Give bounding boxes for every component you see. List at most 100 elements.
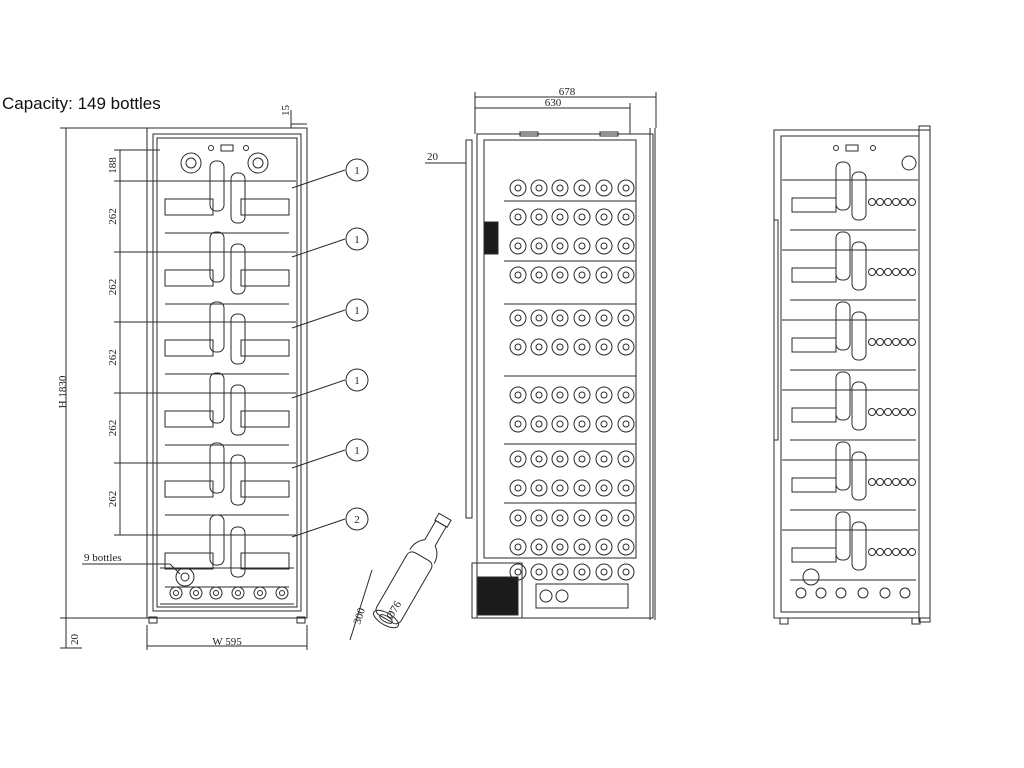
side-bottle bbox=[617, 509, 635, 527]
side-bottle bbox=[617, 386, 635, 404]
side-bottle bbox=[573, 563, 591, 581]
right-bottom-bottles bbox=[795, 568, 911, 599]
shelf-spacing-label: 262 bbox=[107, 208, 119, 225]
side-bottle bbox=[617, 179, 635, 197]
side-cabinet-outline bbox=[476, 133, 654, 619]
side-bottle bbox=[530, 538, 548, 556]
front-top-gap-label: 15 bbox=[280, 105, 292, 117]
right-shelf bbox=[782, 161, 918, 231]
front-shelf bbox=[158, 372, 296, 446]
side-bottle bbox=[573, 179, 591, 197]
right-shelf bbox=[782, 511, 918, 581]
side-bottle bbox=[551, 309, 569, 327]
side-bottle bbox=[573, 538, 591, 556]
front-shelf bbox=[158, 301, 296, 375]
side-bottle bbox=[509, 415, 527, 433]
right-shelf bbox=[782, 371, 918, 441]
side-bottle bbox=[530, 237, 548, 255]
bottle-length-dim bbox=[349, 569, 373, 641]
side-bottle bbox=[530, 309, 548, 327]
side-bottle bbox=[595, 479, 613, 497]
right-shelf bbox=[782, 301, 918, 371]
bottle-length-label: 300 bbox=[351, 606, 368, 626]
bottle-detail bbox=[373, 512, 452, 629]
front-shelf bbox=[158, 160, 296, 234]
side-bottle bbox=[509, 266, 527, 284]
side-bottle bbox=[617, 538, 635, 556]
front-width-label: W 595 bbox=[212, 636, 242, 648]
side-bottle bbox=[551, 538, 569, 556]
front-shelf bbox=[158, 514, 296, 588]
side-bottle bbox=[551, 338, 569, 356]
front-shelves bbox=[158, 160, 296, 588]
side-bottle bbox=[509, 338, 527, 356]
side-bottle bbox=[551, 179, 569, 197]
side-bottle bbox=[573, 338, 591, 356]
side-bottle bbox=[509, 179, 527, 197]
shelf-spacing-label: 262 bbox=[107, 420, 119, 437]
side-bottle bbox=[595, 179, 613, 197]
side-bottle bbox=[573, 450, 591, 468]
side-bottle bbox=[530, 563, 548, 581]
side-bottle bbox=[530, 338, 548, 356]
side-bottle bbox=[530, 208, 548, 226]
side-bottle bbox=[530, 266, 548, 284]
side-bottle bbox=[573, 479, 591, 497]
callout-marker: 1 bbox=[345, 438, 369, 462]
bottle-diameter-label: Ø76 bbox=[384, 599, 404, 622]
side-bottle bbox=[530, 509, 548, 527]
side-bottle bbox=[617, 479, 635, 497]
side-bottle bbox=[595, 415, 613, 433]
callout-marker: 1 bbox=[345, 368, 369, 392]
callout-leaders bbox=[291, 169, 346, 538]
side-cabinet-depth-label: 630 bbox=[545, 97, 562, 109]
callout-marker: 1 bbox=[345, 227, 369, 251]
side-bottle bbox=[551, 509, 569, 527]
side-bottle bbox=[595, 237, 613, 255]
side-bottle bbox=[530, 450, 548, 468]
side-bottle bbox=[573, 237, 591, 255]
front-height-label: H 1830 bbox=[57, 375, 69, 408]
callout-number: 1 bbox=[354, 305, 360, 317]
side-bottle bbox=[509, 563, 527, 581]
side-bottle bbox=[509, 386, 527, 404]
shelf-spacing-label: 262 bbox=[107, 279, 119, 296]
callout-number: 1 bbox=[354, 165, 360, 177]
side-bottle bbox=[551, 450, 569, 468]
side-bottle bbox=[595, 338, 613, 356]
side-bottle bbox=[617, 563, 635, 581]
front-shelf bbox=[158, 442, 296, 516]
front-foot-label: 20 bbox=[69, 634, 81, 646]
side-bottle bbox=[617, 338, 635, 356]
side-bottle bbox=[509, 208, 527, 226]
callout-marker: 1 bbox=[345, 158, 369, 182]
side-bottle bbox=[509, 237, 527, 255]
side-overall-depth-label: 678 bbox=[559, 86, 576, 98]
side-bottle bbox=[617, 237, 635, 255]
callout-number: 1 bbox=[354, 445, 360, 457]
side-bottle bbox=[530, 386, 548, 404]
side-bottle bbox=[617, 415, 635, 433]
shelf-spacing-label: 262 bbox=[107, 349, 119, 366]
front-view bbox=[60, 110, 308, 650]
right-shelf bbox=[782, 231, 918, 301]
side-bottle bbox=[551, 415, 569, 433]
side-door-thickness-label: 20 bbox=[427, 151, 439, 163]
side-bottle bbox=[595, 208, 613, 226]
side-bottle bbox=[551, 266, 569, 284]
right-view bbox=[773, 125, 931, 625]
side-bottle bbox=[509, 309, 527, 327]
side-bottle bbox=[573, 509, 591, 527]
side-bottle bbox=[617, 450, 635, 468]
side-bottle bbox=[573, 386, 591, 404]
control-panel bbox=[180, 144, 269, 174]
side-bottle bbox=[551, 563, 569, 581]
side-bottle bbox=[573, 266, 591, 284]
front-bottom-note: 9 bottles bbox=[84, 552, 122, 564]
side-bottle bbox=[595, 450, 613, 468]
side-bottle bbox=[595, 509, 613, 527]
side-bottle bbox=[617, 208, 635, 226]
right-shelf bbox=[782, 441, 918, 511]
